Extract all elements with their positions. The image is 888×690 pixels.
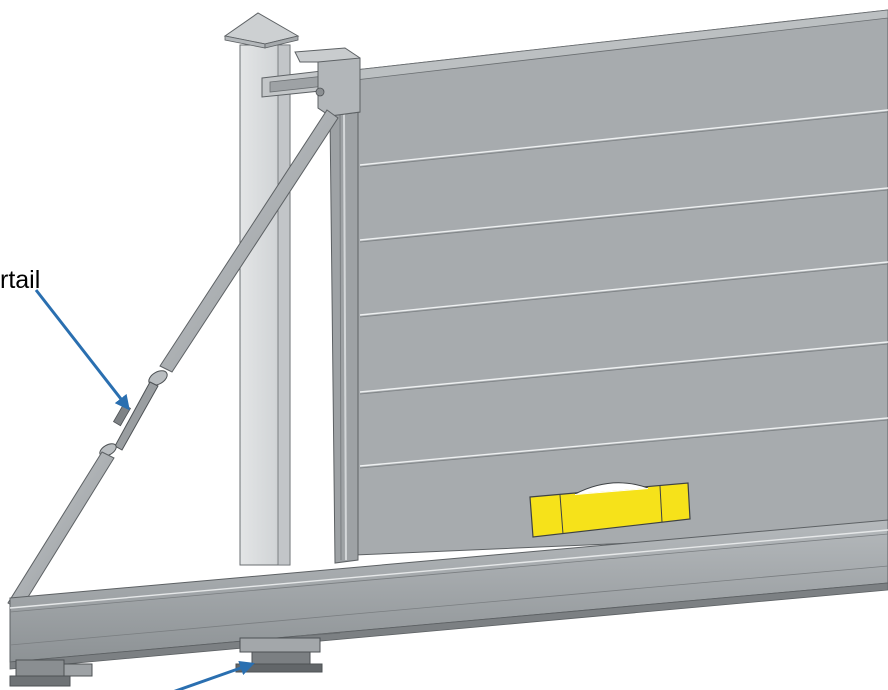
top-bracket	[294, 47, 361, 117]
turnbuckle-arrow	[34, 289, 130, 411]
top-guide-rail	[261, 69, 331, 98]
guide-roller-left	[9, 659, 93, 687]
post-cap	[223, 12, 300, 49]
turnbuckle-label: rtail	[0, 266, 41, 294]
gate-post	[239, 44, 291, 566]
vertical-stile	[329, 111, 359, 564]
spirit-level	[529, 482, 691, 538]
guide-roller-center	[235, 637, 323, 673]
roller-arrow	[173, 660, 255, 690]
bottom-rail	[9, 519, 888, 670]
gate-panel	[354, 9, 888, 556]
